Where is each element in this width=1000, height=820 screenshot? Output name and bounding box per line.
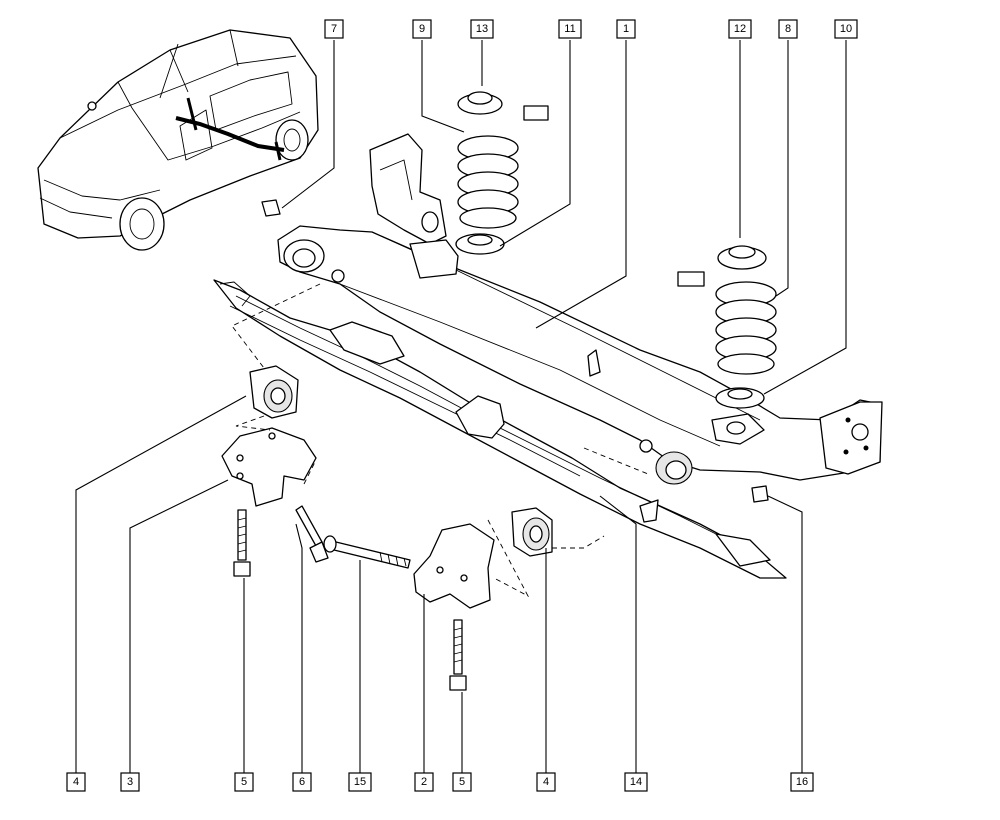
callout-label: 4 — [543, 776, 549, 788]
callout-8: 8 — [778, 19, 798, 39]
callout-7: 7 — [324, 19, 344, 39]
callout-10: 10 — [834, 19, 858, 39]
lower-spring-seat-left — [455, 233, 505, 255]
bolt-part-6 — [295, 505, 329, 563]
callout-6: 6 — [292, 772, 312, 792]
mounting-bracket-right — [413, 523, 495, 609]
callout-13: 13 — [470, 19, 494, 39]
callout-label: 13 — [476, 23, 488, 35]
callout-2: 2 — [414, 772, 434, 792]
callout-5-right: 5 — [452, 772, 472, 792]
callout-12: 12 — [728, 19, 752, 39]
callout-label: 2 — [421, 776, 427, 788]
callout-label: 10 — [840, 23, 852, 35]
callout-label: 1 — [623, 23, 629, 35]
callout-label: 3 — [127, 776, 133, 788]
callout-9: 9 — [412, 19, 432, 39]
callout-label: 15 — [354, 776, 366, 788]
lower-protective-beam — [213, 279, 787, 579]
callout-label: 4 — [73, 776, 79, 788]
nut-part-16 — [751, 485, 769, 503]
callout-label: 5 — [459, 776, 465, 788]
callout-label: 7 — [331, 23, 337, 35]
bolt-part-5-left — [233, 509, 251, 577]
bolt-part-5-right — [449, 619, 467, 691]
bush-right — [511, 507, 553, 557]
callout-label: 12 — [734, 23, 746, 35]
lubricant-symbol-right — [677, 271, 705, 287]
coil-spring-right — [715, 281, 777, 375]
callout-label: 6 — [299, 776, 305, 788]
callout-5-left: 5 — [234, 772, 254, 792]
assembly-guide-lines — [231, 283, 649, 598]
callout-11: 11 — [558, 19, 582, 39]
callout-3: 3 — [120, 772, 140, 792]
rear-axle-beam — [277, 133, 883, 485]
callout-label: 14 — [630, 776, 642, 788]
callout-label: 8 — [785, 23, 791, 35]
callout-15: 15 — [348, 772, 372, 792]
upper-spring-seat-right — [717, 245, 767, 270]
coil-spring-left — [457, 135, 519, 229]
callout-1: 1 — [616, 19, 636, 39]
callout-16: 16 — [790, 772, 814, 792]
bolt-part-15 — [323, 535, 411, 569]
callout-label: 5 — [241, 776, 247, 788]
vehicle-location-illustration — [37, 29, 319, 251]
callout-4-right: 4 — [536, 772, 556, 792]
callout-label: 11 — [564, 23, 575, 35]
callout-label: 16 — [796, 776, 808, 788]
mounting-bracket-left — [221, 427, 317, 507]
nut-part-7 — [261, 199, 281, 217]
callout-14: 14 — [624, 772, 648, 792]
lubricant-symbol-left — [523, 105, 549, 121]
lower-spring-seat-right — [715, 387, 765, 409]
callout-label: 9 — [419, 23, 425, 35]
callout-4-left: 4 — [66, 772, 86, 792]
bush-left — [249, 365, 299, 419]
leader-lines — [75, 40, 847, 773]
upper-spring-seat-left — [457, 91, 503, 115]
